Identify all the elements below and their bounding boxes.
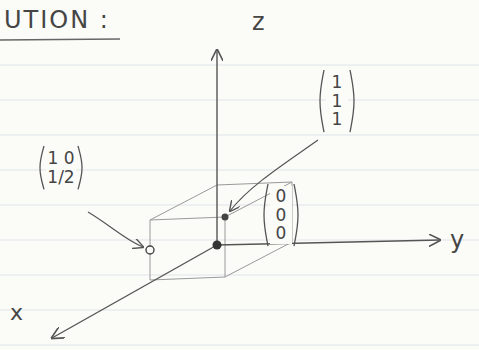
axis-label: x <box>10 300 23 325</box>
coordinate-axes <box>52 50 440 338</box>
axis-label: y <box>450 226 464 254</box>
vector-bracket <box>350 70 354 132</box>
axis-label: z <box>252 8 265 36</box>
vector-label: 1 0 1/2 <box>46 148 76 187</box>
box-wireframe <box>150 182 292 280</box>
vector-brackets <box>40 70 354 246</box>
vector-bracket <box>40 146 44 189</box>
origin-marker <box>213 241 222 250</box>
vector-bracket <box>264 184 268 246</box>
vector-bracket <box>294 184 298 246</box>
heading: UTION : <box>4 6 110 34</box>
vector-label: 0 0 0 <box>270 186 292 244</box>
vector-bracket <box>78 146 82 189</box>
ruled-lines <box>0 65 479 345</box>
vector-bracket <box>320 70 324 132</box>
title-underline <box>0 39 120 40</box>
vector-label: 1 1 1 <box>326 72 348 130</box>
point-marker <box>146 246 154 254</box>
point-marker <box>222 214 229 221</box>
leader-arrows <box>88 140 318 247</box>
